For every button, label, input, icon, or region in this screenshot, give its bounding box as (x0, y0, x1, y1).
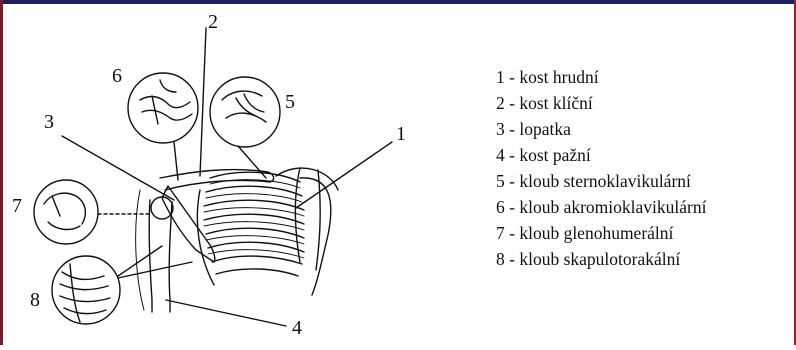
label-1: 1 (396, 123, 406, 145)
leader-4 (166, 300, 286, 326)
label-3: 3 (44, 111, 54, 133)
label-7: 7 (12, 195, 22, 217)
humeral-head (151, 197, 173, 219)
label-5: 5 (285, 91, 295, 113)
inset-circle-sternoclavicular (210, 77, 280, 147)
legend-item-3: 3 - lopatka (496, 116, 706, 142)
inset-circle-glenohumeral (34, 180, 98, 244)
diagram-number-labels: 2 6 5 3 1 7 8 4 (12, 11, 406, 339)
connector-5 (238, 146, 266, 178)
legend-item-2: 2 - kost klíční (496, 90, 706, 116)
legend-item-5: 5 - kloub sternoklavikulární (496, 168, 706, 194)
shoulder-illustration: 2 6 5 3 1 7 8 4 (0, 0, 440, 345)
spine-outline (316, 170, 320, 270)
legend-item-6: 6 - kloub akromioklavikulární (496, 194, 706, 220)
legend-item-8: 8 - kloub skapulotorakální (496, 246, 706, 272)
label-6: 6 (112, 65, 122, 87)
shoulder-anatomy-diagram: 2 6 5 3 1 7 8 4 (0, 0, 440, 345)
connector-8b (118, 262, 192, 278)
connector-6 (174, 142, 178, 180)
legend-item-7: 7 - kloub glenohumerální (496, 220, 706, 246)
leader-3 (62, 136, 174, 200)
connector-8a (118, 246, 162, 276)
anatomy-legend: 1 - kost hrudní 2 - kost klíční 3 - lopa… (496, 64, 706, 272)
legend-item-4: 4 - kost pažní (496, 142, 706, 168)
inset-circle-acromioclavicular (128, 73, 198, 143)
label-8: 8 (30, 289, 40, 311)
leader-2 (200, 28, 206, 176)
humerus-back (169, 202, 172, 312)
leader-1 (296, 142, 392, 208)
humerus-front (149, 200, 152, 312)
legend-item-1: 1 - kost hrudní (496, 64, 706, 90)
label-4: 4 (292, 317, 302, 339)
label-2: 2 (208, 11, 218, 33)
